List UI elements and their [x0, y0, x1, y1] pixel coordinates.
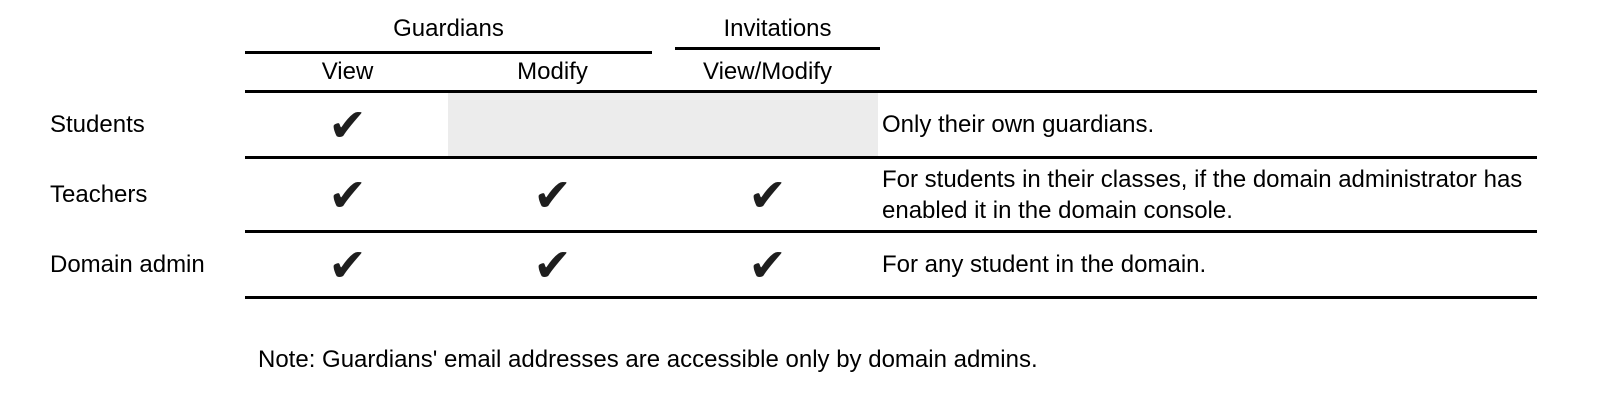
row-label: Domain admin	[50, 250, 205, 278]
guardians-group-underline	[245, 51, 652, 54]
check-mark-icon: ✔	[748, 238, 787, 291]
row-note: For any student in the domain.	[882, 251, 1207, 278]
header-rule	[245, 90, 1537, 93]
row-note: For students in their classes, if the do…	[882, 165, 1523, 224]
table-row-students: Students ✔ Only their own guardians.	[0, 93, 1600, 156]
invitations-group-underline	[675, 47, 880, 50]
column-group-invitations: Invitations	[723, 15, 832, 42]
check-mark-icon: ✔	[328, 168, 367, 221]
row-note: Only their own guardians.	[882, 111, 1155, 138]
check-mark-icon: ✔	[328, 98, 367, 151]
column-header-modify: Modify	[517, 58, 588, 85]
empty-cell	[655, 93, 880, 156]
empty-cell	[450, 93, 655, 156]
check-mark-icon: ✔	[748, 168, 787, 221]
column-header-view: View	[321, 58, 374, 85]
check-mark-icon: ✔	[533, 168, 572, 221]
footnote: Note: Guardians' email addresses are acc…	[258, 346, 1038, 373]
column-group-guardians: Guardians	[393, 15, 504, 42]
table-bottom-rule	[245, 296, 1537, 299]
check-mark-icon: ✔	[533, 238, 572, 291]
table-row-teachers: Teachers ✔ ✔ ✔ For students in their cla…	[0, 159, 1600, 230]
not-applicable-shaded-cell	[448, 93, 878, 156]
row-divider	[245, 156, 1537, 159]
table-row-domain-admin: Domain admin ✔ ✔ ✔ For any student in th…	[0, 233, 1600, 296]
row-label: Students	[50, 110, 145, 138]
row-label: Teachers	[50, 180, 148, 208]
row-divider	[245, 230, 1537, 233]
column-header-view-modify: View/Modify	[703, 58, 832, 85]
check-mark-icon: ✔	[328, 238, 367, 291]
